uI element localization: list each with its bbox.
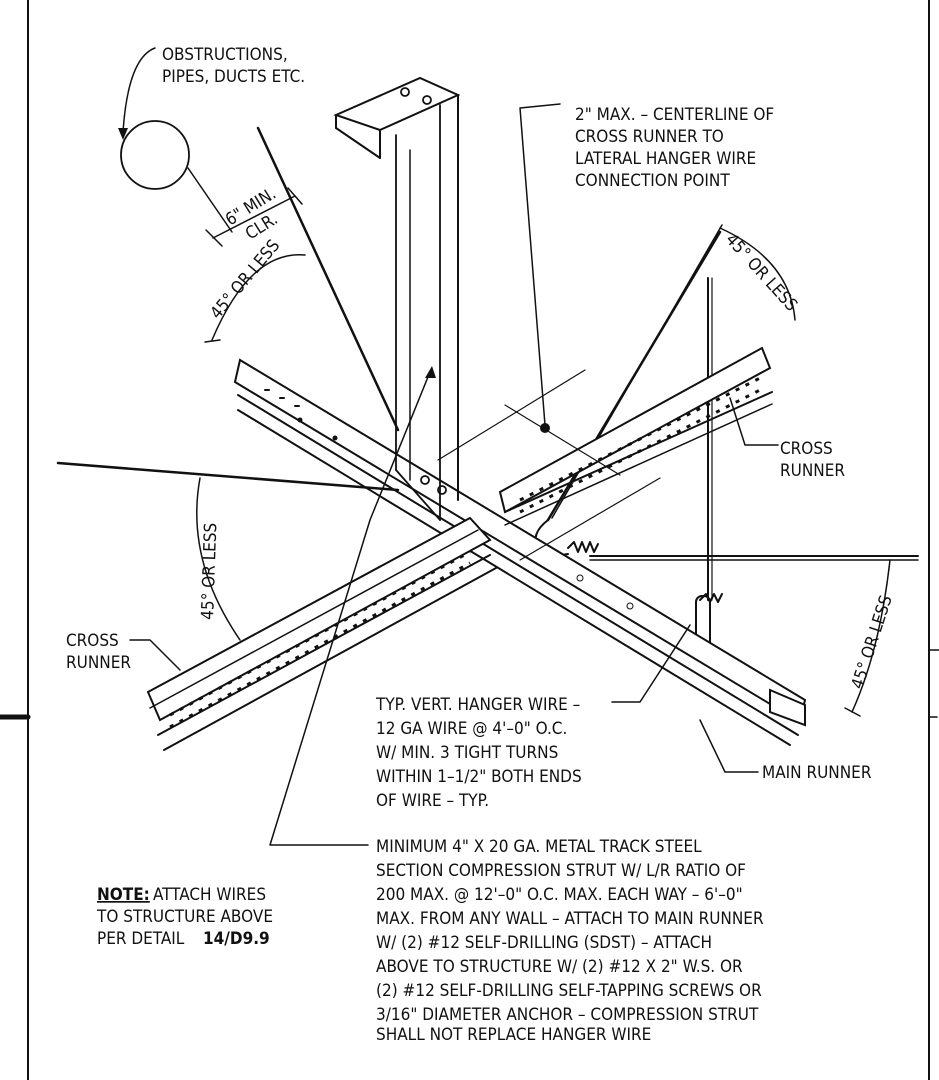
cross-runner-right-label: CROSS RUNNER <box>780 439 845 481</box>
cross-runner-left-label: CROSS RUNNER <box>66 631 131 673</box>
strut-note-line-8: 3/16" DIAMETER ANCHOR – COMPRESSION STRU… <box>376 1005 759 1025</box>
note-line-1: ATTACH WIRES <box>153 885 266 905</box>
note-line-2: TO STRUCTURE ABOVE <box>96 907 273 927</box>
strut-note-line-9: SHALL NOT REPLACE HANGER WIRE <box>376 1025 651 1045</box>
main-runner-label: MAIN RUNNER <box>762 763 872 783</box>
hanger-wire-note: TYP. VERT. HANGER WIRE – 12 GA WIRE @ 4'… <box>375 695 582 811</box>
angle-label-upper-left: 45° OR LESS <box>207 236 285 323</box>
obstructions-line-2: PIPES, DUCTS ETC. <box>162 67 305 87</box>
cross-runner-right-line-1: CROSS <box>780 439 833 459</box>
angle-label-upper-right: 45° OR LESS <box>721 230 801 316</box>
hanger-wire-note-line-5: OF WIRE – TYP. <box>376 791 489 811</box>
hanger-wire-note-line-2: 12 GA WIRE @ 4'–0" O.C. <box>376 719 567 739</box>
cross-runner-left-line-2: RUNNER <box>66 653 131 673</box>
hanger-wire-note-line-1: TYP. VERT. HANGER WIRE – <box>375 695 580 715</box>
note-heading: NOTE: <box>97 885 150 905</box>
strut-note-line-5: W/ (2) #12 SELF-DRILLING (SDST) – ATTACH <box>376 933 712 953</box>
strut-note-line-3: 200 MAX. @ 12'–0" O.C. MAX. EACH WAY – 6… <box>376 885 743 905</box>
strut-note-line-6: ABOVE TO STRUCTURE W/ (2) #12 X 2" W.S. … <box>376 957 743 977</box>
strut-note-line-4: MAX. FROM ANY WALL – ATTACH TO MAIN RUNN… <box>376 909 764 929</box>
angle-label-left: 45° OR LESS <box>198 522 221 620</box>
cross-runner-left <box>146 516 497 751</box>
compression-strut-note: MINIMUM 4" X 20 GA. METAL TRACK STEEL SE… <box>376 837 764 1045</box>
clearance-dimension <box>205 187 303 247</box>
centerline-note-line-1: 2" MAX. – CENTERLINE OF <box>575 105 774 125</box>
compression-strut <box>333 76 461 521</box>
cross-runner-left-line-1: CROSS <box>66 631 119 651</box>
diagonal-brace-wires <box>56 126 919 657</box>
obstruction-pipe <box>118 47 233 233</box>
strut-note-line-1: MINIMUM 4" X 20 GA. METAL TRACK STEEL <box>376 837 702 857</box>
hanger-wire-note-line-4: WITHIN 1–1/2" BOTH ENDS <box>376 767 582 787</box>
obstructions-label: OBSTRUCTIONS, PIPES, DUCTS ETC. <box>162 45 305 87</box>
hanger-wire-note-line-3: W/ MIN. 3 TIGHT TURNS <box>376 743 558 763</box>
general-note: NOTE: ATTACH WIRES TO STRUCTURE ABOVE PE… <box>96 885 273 949</box>
centerline-note-line-2: CROSS RUNNER TO <box>575 127 724 147</box>
main-runner <box>233 358 807 746</box>
centerline-note-line-4: CONNECTION POINT <box>575 171 730 191</box>
strut-note-line-2: SECTION COMPRESSION STRUT W/ L/R RATIO O… <box>376 861 746 881</box>
obstructions-line-1: OBSTRUCTIONS, <box>162 45 288 65</box>
leader-lines <box>129 366 779 846</box>
angle-label-right: 45° OR LESS <box>848 593 897 692</box>
cross-runner-right <box>498 346 773 526</box>
angle-arcs <box>196 227 891 717</box>
centerline-note: 2" MAX. – CENTERLINE OF CROSS RUNNER TO … <box>575 105 774 191</box>
note-line-3-prefix: PER DETAIL <box>97 929 185 949</box>
centerline-note-line-3: LATERAL HANGER WIRE <box>575 149 756 169</box>
cross-runner-right-line-2: RUNNER <box>780 461 845 481</box>
centerline-dimension <box>437 103 661 561</box>
strut-note-line-7: (2) #12 SELF-DRILLING SELF-TAPPING SCREW… <box>376 981 762 1001</box>
detail-reference: 14/D9.9 <box>203 929 270 949</box>
